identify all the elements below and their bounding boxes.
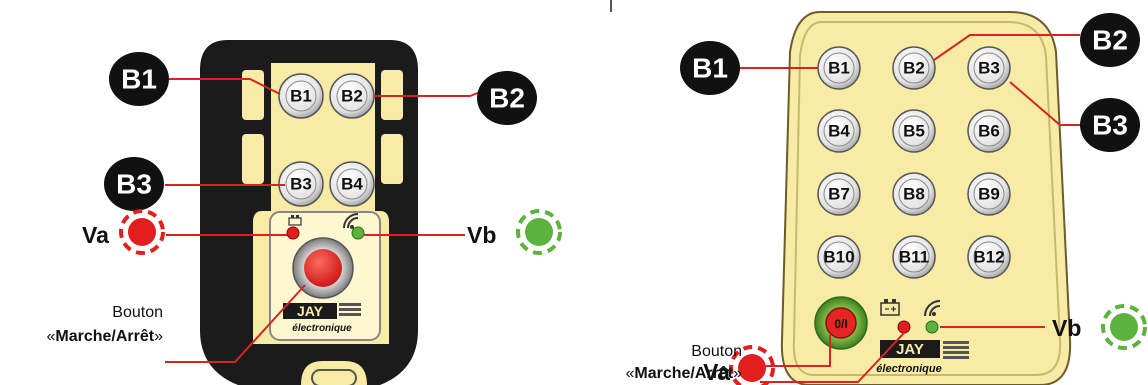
right-button-b9[interactable]: B9 xyxy=(967,172,1011,216)
left-side-pad-left-1 xyxy=(242,70,264,120)
left-button-b1[interactable]: B1 xyxy=(278,73,324,119)
svg-text:B3: B3 xyxy=(1092,110,1128,141)
right-led-green xyxy=(925,320,939,334)
left-brand-sub: électronique xyxy=(292,323,352,334)
right-button-b2[interactable]: B2 xyxy=(892,46,936,90)
left-side-pad-right-2 xyxy=(381,134,403,184)
left-button-b2[interactable]: B2 xyxy=(329,73,375,119)
right-callout-b2: B2 xyxy=(1080,13,1140,67)
left-led-red xyxy=(286,226,300,240)
svg-text:JAY: JAY xyxy=(297,303,324,319)
left-button-b2-label: B2 xyxy=(341,87,363,106)
right-brand-logo: JAY électronique xyxy=(876,340,969,375)
svg-text:B2: B2 xyxy=(1092,25,1128,56)
right-callout-b3: B3 xyxy=(1080,98,1140,152)
right-remote-inner-edge xyxy=(792,21,1062,376)
right-button-b1[interactable]: B1 xyxy=(817,46,861,90)
right-button-b10[interactable]: B10 xyxy=(817,235,861,279)
svg-text:JAY: JAY xyxy=(896,341,924,358)
right-power-button-label: 0/I xyxy=(834,317,847,331)
svg-text:B1: B1 xyxy=(121,64,157,95)
left-power-label-line2: «Marche/Arrêt» xyxy=(46,328,163,345)
right-brand-sub: électronique xyxy=(876,363,941,375)
svg-text:B2: B2 xyxy=(903,59,925,78)
right-button-b5[interactable]: B5 xyxy=(892,109,936,153)
left-side-pad-left-2 xyxy=(242,134,264,184)
svg-text:B4: B4 xyxy=(828,122,850,141)
right-button-b12[interactable]: B12 xyxy=(967,235,1011,279)
right-callout-lines xyxy=(737,34,1080,383)
svg-text:B8: B8 xyxy=(903,185,925,204)
svg-text:B3: B3 xyxy=(978,59,1000,78)
right-button-b7[interactable]: B7 xyxy=(817,172,861,216)
left-callout-b1: B1 xyxy=(109,52,169,106)
left-latch-slot xyxy=(311,369,357,385)
right-power-label-line1: Bouton xyxy=(691,343,742,360)
left-brand-logo: JAY électronique xyxy=(283,303,361,334)
svg-text:B6: B6 xyxy=(978,122,1000,141)
left-callout-b3: B3 xyxy=(104,157,164,211)
right-vb-led-icon xyxy=(1101,304,1147,350)
right-va-label: Va xyxy=(703,359,730,385)
left-button-b4-label: B4 xyxy=(341,175,363,194)
svg-text:B1: B1 xyxy=(692,53,728,84)
svg-text:B5: B5 xyxy=(903,122,925,141)
left-button-b3-label: B3 xyxy=(290,175,312,194)
svg-text:B2: B2 xyxy=(489,83,525,114)
right-button-b8[interactable]: B8 xyxy=(892,172,936,216)
left-stop-button[interactable] xyxy=(292,237,354,299)
svg-text:B9: B9 xyxy=(978,185,1000,204)
left-led-green xyxy=(351,226,365,240)
left-callout-b2: B2 xyxy=(477,71,537,125)
right-led-red xyxy=(897,320,911,334)
left-latch xyxy=(299,359,369,385)
left-button-b3[interactable]: B3 xyxy=(278,161,324,207)
left-power-label-line1: Bouton xyxy=(112,304,163,321)
svg-text:B11: B11 xyxy=(899,248,929,267)
right-va-led-icon xyxy=(729,345,775,385)
right-battery-icon xyxy=(880,299,900,316)
right-callout-b1: B1 xyxy=(680,41,740,95)
right-button-b11[interactable]: B11 xyxy=(892,235,936,279)
left-callout-lines xyxy=(160,78,481,363)
svg-text:B1: B1 xyxy=(828,59,850,78)
left-vb-label: Vb xyxy=(467,222,496,248)
svg-text:B7: B7 xyxy=(828,185,850,204)
right-power-label-line2: «Marche/Arrêt» xyxy=(625,365,742,382)
left-button-b1-label: B1 xyxy=(290,87,312,106)
left-vb-led-icon xyxy=(516,209,562,255)
right-button-b4[interactable]: B4 xyxy=(817,109,861,153)
right-button-b6[interactable]: B6 xyxy=(967,109,1011,153)
right-power-button[interactable]: 0/I xyxy=(814,296,868,350)
svg-text:B10: B10 xyxy=(823,248,854,267)
svg-text:B3: B3 xyxy=(116,169,152,200)
svg-text:B12: B12 xyxy=(973,248,1004,267)
right-signal-icon xyxy=(924,300,941,317)
left-button-b4[interactable]: B4 xyxy=(329,161,375,207)
left-signal-icon xyxy=(343,213,359,229)
right-vb-label: Vb xyxy=(1052,315,1081,341)
left-va-label: Va xyxy=(82,222,109,248)
left-battery-icon xyxy=(288,215,302,226)
left-va-led-icon xyxy=(119,209,165,255)
right-button-b3[interactable]: B3 xyxy=(967,46,1011,90)
